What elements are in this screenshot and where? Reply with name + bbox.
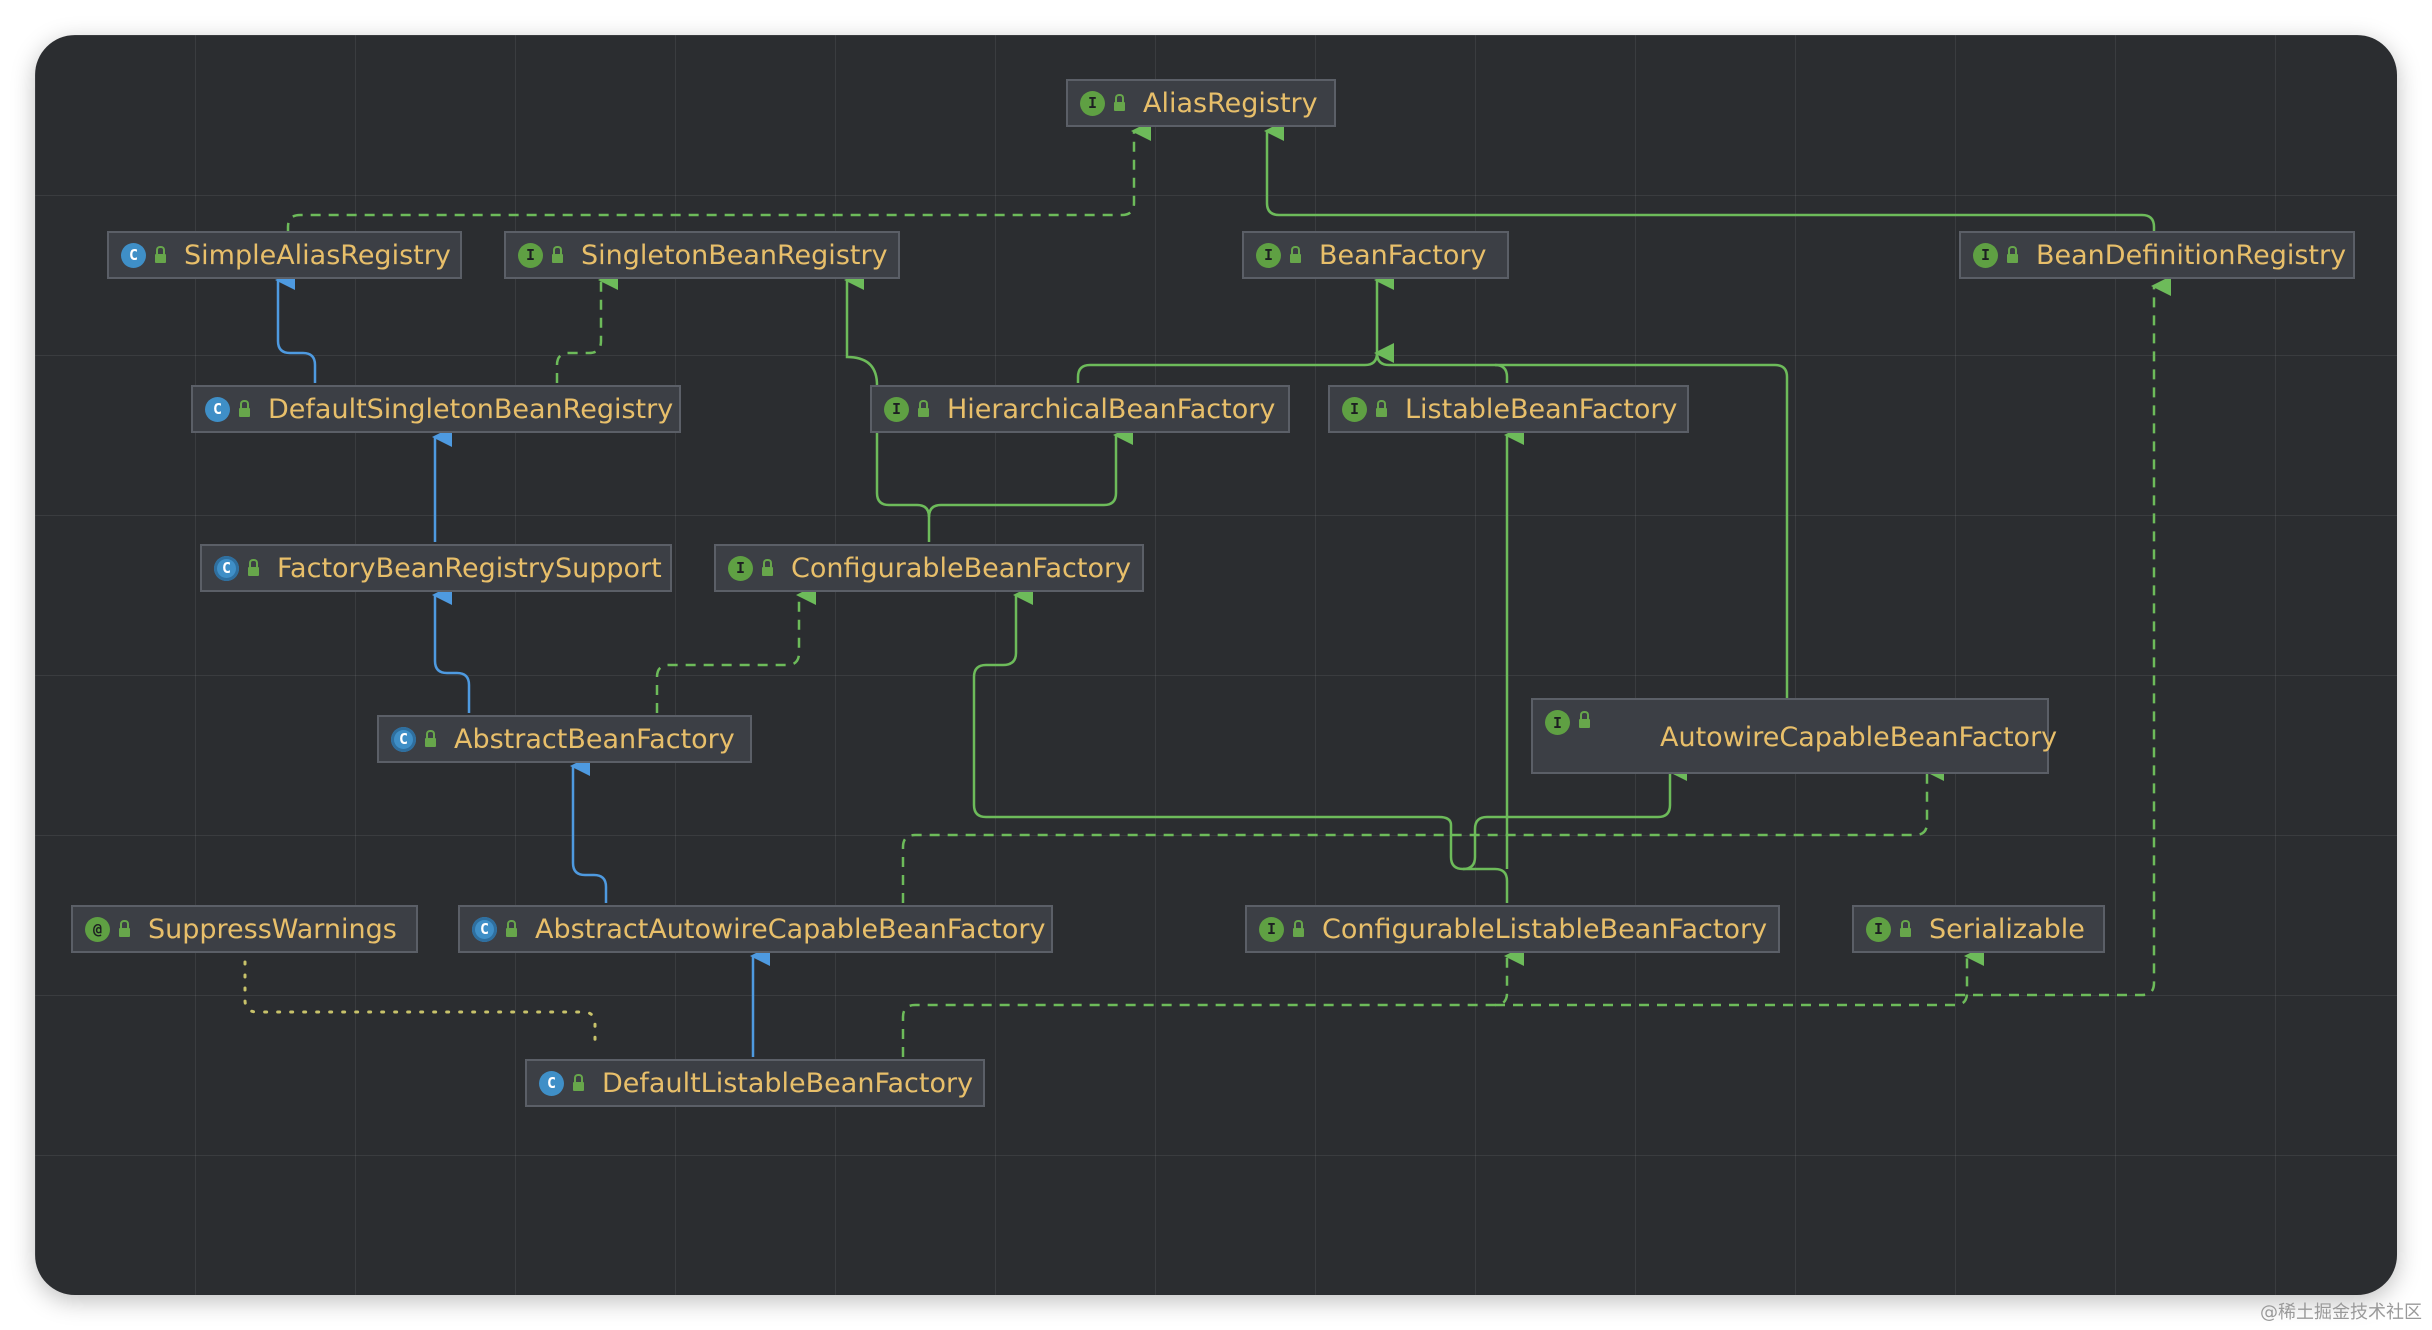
node-alias-registry[interactable]: I AliasRegistry xyxy=(1066,79,1336,127)
edge-default-listable-to-configurable-listable xyxy=(901,946,1524,1057)
interface-icon: I xyxy=(1080,90,1105,116)
interface-icon: I xyxy=(1866,916,1891,942)
node-serializable[interactable]: I Serializable xyxy=(1852,905,2105,953)
interface-icon: I xyxy=(728,555,753,581)
abstract-class-icon: C xyxy=(214,555,239,581)
node-default-singleton-bean-registry[interactable]: C DefaultSingletonBeanRegistry xyxy=(191,385,681,433)
edge-default-listable-to-bean-definition-registry xyxy=(1955,276,2171,997)
node-configurable-bean-factory[interactable]: I ConfigurableBeanFactory xyxy=(714,544,1144,592)
edge-hierarchical-to-bean-factory xyxy=(1076,270,1394,383)
public-lock-icon xyxy=(573,1073,584,1091)
public-lock-icon xyxy=(119,919,130,937)
interface-icon: I xyxy=(1973,242,1998,268)
edge-abstract-bean-factory-to-factory-bean-support xyxy=(432,585,471,713)
node-hierarchical-bean-factory[interactable]: I HierarchicalBeanFactory xyxy=(870,385,1290,433)
public-lock-icon xyxy=(1290,245,1301,263)
edge-simple-alias-to-alias xyxy=(286,121,1151,233)
public-lock-icon xyxy=(2007,245,2018,263)
node-label: DefaultListableBeanFactory xyxy=(602,1067,974,1099)
public-lock-icon xyxy=(506,919,517,937)
edge-abstract-autowire-to-autowire-capable xyxy=(901,761,1944,903)
node-label: ConfigurableBeanFactory xyxy=(791,552,1132,584)
node-label: AbstractAutowireCapableBeanFactory xyxy=(535,913,1046,945)
inheritance-edges xyxy=(243,121,2171,1057)
edge-abstract-bean-factory-to-configurable xyxy=(655,585,816,713)
node-listable-bean-factory[interactable]: I ListableBeanFactory xyxy=(1328,385,1689,433)
node-abstract-bean-factory[interactable]: C AbstractBeanFactory xyxy=(377,715,752,763)
edge-configurable-listable-to-autowire xyxy=(1462,761,1687,871)
node-label: AliasRegistry xyxy=(1143,87,1318,119)
node-label: ConfigurableListableBeanFactory xyxy=(1322,913,1768,945)
interface-icon: I xyxy=(1259,916,1284,942)
node-label: SimpleAliasRegistry xyxy=(184,239,451,271)
interface-icon: I xyxy=(1256,242,1281,268)
node-label: DefaultSingletonBeanRegistry xyxy=(268,393,674,425)
edge-autowire-capable-to-bean-factory xyxy=(1495,363,1789,700)
node-default-listable-bean-factory[interactable]: C DefaultListableBeanFactory xyxy=(525,1059,985,1107)
edge-configurable-listable-to-configurable xyxy=(972,585,1509,903)
public-lock-icon xyxy=(552,245,563,263)
edge-listable-to-bean-factory xyxy=(1374,342,1509,383)
abstract-class-icon: C xyxy=(391,726,416,752)
watermark: @稀土掘金技术社区 xyxy=(2260,1302,2422,1323)
node-label: HierarchicalBeanFactory xyxy=(947,393,1276,425)
public-lock-icon xyxy=(1376,399,1387,417)
node-factory-bean-registry-support[interactable]: C FactoryBeanRegistrySupport xyxy=(200,544,672,592)
abstract-class-icon: C xyxy=(472,916,497,942)
interface-icon: I xyxy=(1342,396,1367,422)
node-label: AutowireCapableBeanFactory xyxy=(1660,722,2058,753)
edge-default-listable-to-serializable xyxy=(1495,946,1984,1007)
public-lock-icon xyxy=(425,729,436,747)
public-lock-icon xyxy=(248,558,259,576)
public-lock-icon xyxy=(1900,919,1911,937)
class-icon: C xyxy=(539,1070,564,1096)
edge-default-singleton-to-simple-alias xyxy=(275,270,317,383)
edge-default-singleton-to-singleton-registry xyxy=(555,270,618,383)
node-label: ListableBeanFactory xyxy=(1405,393,1678,425)
interface-icon: I xyxy=(884,396,909,422)
edge-default-listable-to-suppress-warnings xyxy=(243,960,597,1044)
interface-icon: I xyxy=(1545,710,1570,735)
public-lock-icon xyxy=(155,245,166,263)
node-label: BeanDefinitionRegistry xyxy=(2036,239,2347,271)
public-lock-icon xyxy=(239,399,250,417)
node-bean-factory[interactable]: I BeanFactory xyxy=(1242,231,1509,279)
edge-bean-definition-registry-to-alias xyxy=(1264,121,2156,233)
node-configurable-listable-bean-factory[interactable]: I ConfigurableListableBeanFactory xyxy=(1245,905,1780,953)
node-label: SuppressWarnings xyxy=(148,913,397,945)
interface-icon: I xyxy=(518,242,543,268)
class-icon: C xyxy=(121,242,146,268)
class-icon: C xyxy=(205,396,230,422)
node-simple-alias-registry[interactable]: C SimpleAliasRegistry xyxy=(107,231,462,279)
uml-diagram-canvas: I AliasRegistry C SimpleAliasRegistry I … xyxy=(35,35,2397,1295)
node-suppress-warnings[interactable]: @ SuppressWarnings xyxy=(71,905,418,953)
annotation-icon: @ xyxy=(85,916,110,942)
node-singleton-bean-registry[interactable]: I SingletonBeanRegistry xyxy=(504,231,900,279)
node-label: Serializable xyxy=(1929,913,2085,945)
edge-configurable-to-hierarchical xyxy=(927,425,1133,518)
node-label: BeanFactory xyxy=(1319,239,1487,271)
edge-configurable-to-singleton-registry xyxy=(844,270,931,542)
node-bean-definition-registry[interactable]: I BeanDefinitionRegistry xyxy=(1959,231,2355,279)
node-label: AbstractBeanFactory xyxy=(454,723,735,755)
node-label: SingletonBeanRegistry xyxy=(581,239,888,271)
node-label: FactoryBeanRegistrySupport xyxy=(277,552,662,584)
public-lock-icon xyxy=(1293,919,1304,937)
node-autowire-capable-bean-factory[interactable]: I AutowireCapableBeanFactory xyxy=(1531,698,2057,774)
edge-abstract-autowire-to-abstract-bean-factory xyxy=(570,756,608,903)
public-lock-icon xyxy=(762,558,773,576)
public-lock-icon xyxy=(918,399,929,417)
node-abstract-autowire-capable-bean-factory[interactable]: C AbstractAutowireCapableBeanFactory xyxy=(458,905,1053,953)
public-lock-icon xyxy=(1114,93,1125,111)
public-lock-icon xyxy=(1579,711,1590,728)
